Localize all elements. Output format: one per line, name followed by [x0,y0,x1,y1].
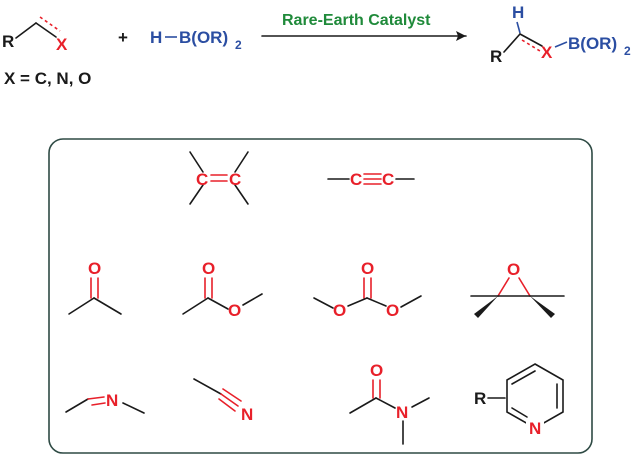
ester-carbonyl-o-label: O [202,259,215,278]
pyridine-n-mask [526,419,544,437]
product-xb-bond [554,41,568,48]
alkene-c1-label: C [196,170,208,189]
ketone-structure: O [68,259,122,315]
ester-bond [242,293,263,306]
imine-bond [65,398,89,413]
product-h-label: H [512,3,524,22]
pyridine-r-label: R [474,389,486,408]
epoxide-bond [497,277,510,297]
borane-b-label: B(OR) [179,28,228,47]
epoxide-structure: O [470,260,565,318]
reaction-equation: R X + H B(OR) 2 Rare-Earth Catalyst H R … [2,3,631,88]
imine-bond [122,402,145,414]
epoxide-wedge-bond [474,296,498,318]
nitrile-n-label: N [241,405,253,424]
amide-structure: O N [349,361,430,445]
amide-bond [349,397,377,414]
plus-sign: + [118,28,128,47]
substrate-multiple-bond [35,22,57,38]
alkene-bond [189,184,204,205]
pyridine-n-label: N [529,419,541,438]
imine-n-label: N [106,391,118,410]
nitrile-bond [193,378,222,395]
catalyst-label: Rare-Earth Catalyst [282,12,431,29]
carbonate-carbonyl-o-label: O [361,259,374,278]
substrate-scope-frame [48,138,593,454]
ester-structure: O O [182,259,263,320]
ester-bond [182,297,209,315]
alkene-structure: C C [189,151,249,205]
amide-n-methyl-bond [411,397,430,408]
product-cx-bond [519,33,543,47]
pyridine-structure: R N [474,363,564,438]
nitrile-triple-bond [222,388,242,402]
alkene-bond [234,151,249,173]
reaction-arrow-head [456,31,466,41]
epoxide-wedge-bond [530,296,555,318]
carbonate-bond [347,297,368,307]
substrate-r-label: R [2,32,14,51]
imine-structure: N [65,391,145,414]
product-r-label: R [490,47,502,66]
product-ch-bond [516,21,521,34]
carbonate-bond [313,297,334,309]
substrate-dashed-bond [39,16,61,32]
substrate-x-label: X [56,35,68,54]
product-b-label: B(OR) [568,34,617,53]
alkene-c2-label: C [229,170,241,189]
x-definition: X = C, N, O [4,69,91,88]
nitrile-structure: N [193,378,253,424]
ketone-bond [68,297,95,315]
alkene-bond [189,151,204,173]
product-dashed-bond [521,39,541,52]
borane-subscript: 2 [235,38,242,52]
alkene-bond [234,184,249,205]
imine-double-bond [87,396,105,400]
carbonate-left-o-label: O [333,301,346,320]
product-subscript: 2 [624,44,631,58]
carbonate-right-o-label: O [386,301,399,320]
amide-n-label: N [396,403,408,422]
imine-double-bond [91,402,106,406]
ketone-o-label: O [88,259,101,278]
alkyne-c1-label: C [350,170,362,189]
pyridine-inner-bond [511,370,536,385]
carbonate-bond [366,297,387,307]
carbonate-bond [400,295,422,308]
epoxide-bond [518,277,531,297]
nitrile-triple-bond [218,398,236,412]
product-r-bond [503,33,521,53]
ketone-bond [93,297,122,315]
amide-o-label: O [370,361,383,380]
amide-bond [375,397,396,409]
ester-alkoxy-o-label: O [228,301,241,320]
ester-bond [207,297,229,310]
epoxide-o-label: O [507,260,520,279]
alkyne-c2-label: C [382,170,394,189]
pyridine-inner-bond [511,407,528,418]
product-x-label: X [541,43,553,62]
substrate-r-bond [15,22,37,39]
nitrile-triple-bond [220,393,239,407]
alkyne-structure: C C [327,170,415,189]
carbonate-structure: O O O [313,259,422,320]
borane-h-label: H [150,28,162,47]
